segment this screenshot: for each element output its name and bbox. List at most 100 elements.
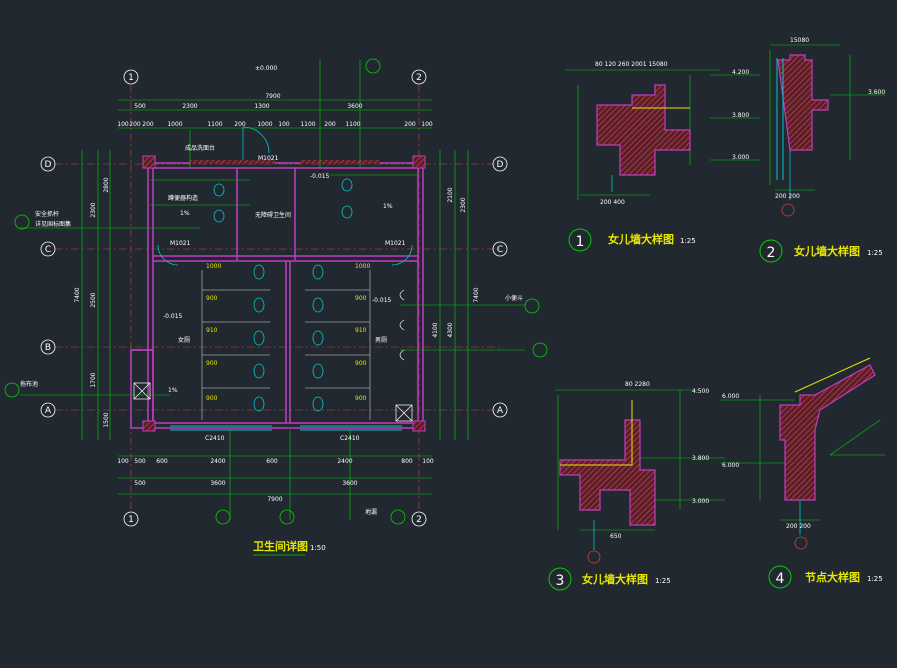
- axis-A-left: A: [45, 406, 52, 416]
- slope-1: 1%: [180, 210, 190, 217]
- svg-text:900: 900: [355, 360, 367, 367]
- detail-3-dims-bottom: 650: [610, 533, 622, 540]
- dim-r2-11: 200: [404, 121, 416, 128]
- svg-text:900: 900: [206, 295, 218, 302]
- detail-2-marker: [781, 203, 795, 217]
- elev-top: ±0.000: [255, 65, 277, 72]
- detail-3-texts: 80 2280 650 4.500 3.800 3.000: [610, 381, 709, 540]
- dim-left-0: 2800: [103, 177, 110, 192]
- detail-1-dims-bottom: 200 400: [600, 199, 625, 206]
- stall-lines: [201, 270, 371, 420]
- plan-scale: 1:50: [310, 544, 326, 552]
- detail-1-num-circle: [568, 228, 592, 252]
- interior-dims: 1000 900 910 900 900 1000 900 910 900 90…: [206, 263, 370, 402]
- dim-r2-3: 1000: [167, 121, 182, 128]
- windows: [170, 425, 402, 431]
- detail-1-elev-2: 3.000: [732, 154, 749, 161]
- axis-D-right: D: [497, 160, 504, 170]
- detail-1-elev-0: 4.200: [732, 69, 749, 76]
- dim-right-3: 4300: [447, 322, 454, 337]
- svg-text:900: 900: [206, 395, 218, 402]
- note-6: 女厕: [178, 336, 190, 344]
- detail-3-title: 女儿墙大样图: [582, 572, 648, 586]
- dim-right-0: 2100: [447, 187, 454, 202]
- detail-4-scale: 1:25: [867, 575, 883, 583]
- detail-2-texts: 15080 200 200 3.600: [775, 37, 885, 200]
- floor-plan: 1000 900 910 900 900 1000 900 910 900 90…: [4, 58, 548, 556]
- callout-circles: [4, 58, 548, 525]
- svg-text:1000: 1000: [206, 263, 221, 270]
- dim-r2-5: 200: [234, 121, 246, 128]
- detail-1-dims-top: 80 120 260 2001 15080: [595, 61, 668, 68]
- detail-2-dims: [769, 44, 885, 191]
- window-label-1: C2410: [205, 435, 225, 442]
- detail-2-dims-top: 15080: [790, 37, 809, 44]
- dim-b1-3: 2400: [210, 458, 225, 465]
- elev-015a: -0.015: [310, 173, 330, 180]
- dim-r2-9: 200: [324, 121, 336, 128]
- dim-b2-1: 3600: [210, 480, 225, 487]
- svg-text:910: 910: [206, 327, 218, 334]
- top-strip-right: [300, 160, 380, 164]
- note-5: 男厕: [375, 337, 387, 344]
- axis-bubbles: [40, 69, 508, 527]
- dim-top-total: 7900: [265, 93, 280, 100]
- detail-4-elev-1: 6.000: [722, 462, 739, 469]
- dim-left-1: 2300: [90, 202, 97, 217]
- detail-4-dims: [720, 395, 885, 521]
- detail-4-texts: 6.000 6.000 200 200: [722, 393, 811, 530]
- dimension-lines: [20, 60, 525, 520]
- detail-1-title: 女儿墙大样图: [608, 232, 674, 246]
- dim-right-2: 4100: [432, 322, 439, 337]
- detail-2-num: 2: [767, 245, 776, 261]
- detail-3-section: [559, 419, 656, 526]
- dim-bottom-total: 7900: [267, 496, 282, 503]
- axis-1-top: 1: [128, 73, 134, 83]
- dim-left-2: 2500: [90, 292, 97, 307]
- axis-lines: [55, 85, 500, 510]
- slope-3: 1%: [383, 203, 393, 210]
- urinal-fixtures: [399, 289, 405, 361]
- dim-r2-8: 1100: [300, 121, 315, 128]
- axis-2-top: 2: [416, 73, 422, 83]
- detail-1-texts: 80 120 260 2001 15080 200 400 4.200 3.80…: [595, 61, 749, 206]
- dim-top-b: 2300: [182, 103, 197, 110]
- axis-A-right: A: [497, 406, 504, 416]
- detail-3-scale: 1:25: [655, 577, 671, 585]
- toilet-fixtures: [213, 178, 353, 412]
- dim-b1-7: 100: [422, 458, 434, 465]
- dim-left-3: 1700: [90, 372, 97, 387]
- dim-r2-10: 1100: [345, 121, 360, 128]
- detail-3-dims: [555, 389, 725, 531]
- detail-2-scale: 1:25: [867, 249, 883, 257]
- dim-texts: 7900 500 2300 1300 3600 100 200 200 1000…: [117, 93, 434, 503]
- mop-sinks: [133, 382, 413, 422]
- detail-4-elev-0: 6.000: [722, 393, 739, 400]
- detail-3-marker: [587, 550, 601, 564]
- door-label-1: M1021: [258, 155, 279, 162]
- detail-1-num: 1: [576, 234, 585, 250]
- note-8: 详见国标图集: [35, 220, 71, 228]
- door-label-3: M1021: [385, 240, 406, 247]
- detail-1-elev-1: 3.800: [732, 112, 749, 119]
- elev-015b: -0.015: [163, 313, 183, 320]
- axis-B-left: B: [45, 343, 51, 353]
- axis-labels: 1 2 1 2 D C B A D C A: [45, 73, 504, 525]
- partitions: [153, 168, 418, 423]
- detail-2-num-circle: [759, 239, 783, 263]
- detail-3-elev-2: 3.000: [692, 498, 709, 505]
- axis-C-left: C: [45, 245, 51, 255]
- detail-4: 6.000 6.000 200 200 4 节点大样图 1:25: [720, 357, 885, 589]
- detail-3-membrane: [560, 400, 633, 466]
- detail-4-title: 节点大样图: [805, 570, 860, 584]
- detail-4-dims-bottom: 200 200: [786, 523, 811, 530]
- note-4: 小便斗: [505, 294, 523, 302]
- detail-3-num-circle: [548, 567, 572, 591]
- note-1: 成品洗面台: [185, 144, 215, 152]
- detail-1-section: [596, 84, 691, 176]
- axis-2-bottom: 2: [416, 515, 422, 525]
- dim-r2-4: 1100: [207, 121, 222, 128]
- detail-4-num-circle: [768, 565, 792, 589]
- dim-r2-2: 200: [142, 121, 154, 128]
- svg-text:1000: 1000: [355, 263, 370, 270]
